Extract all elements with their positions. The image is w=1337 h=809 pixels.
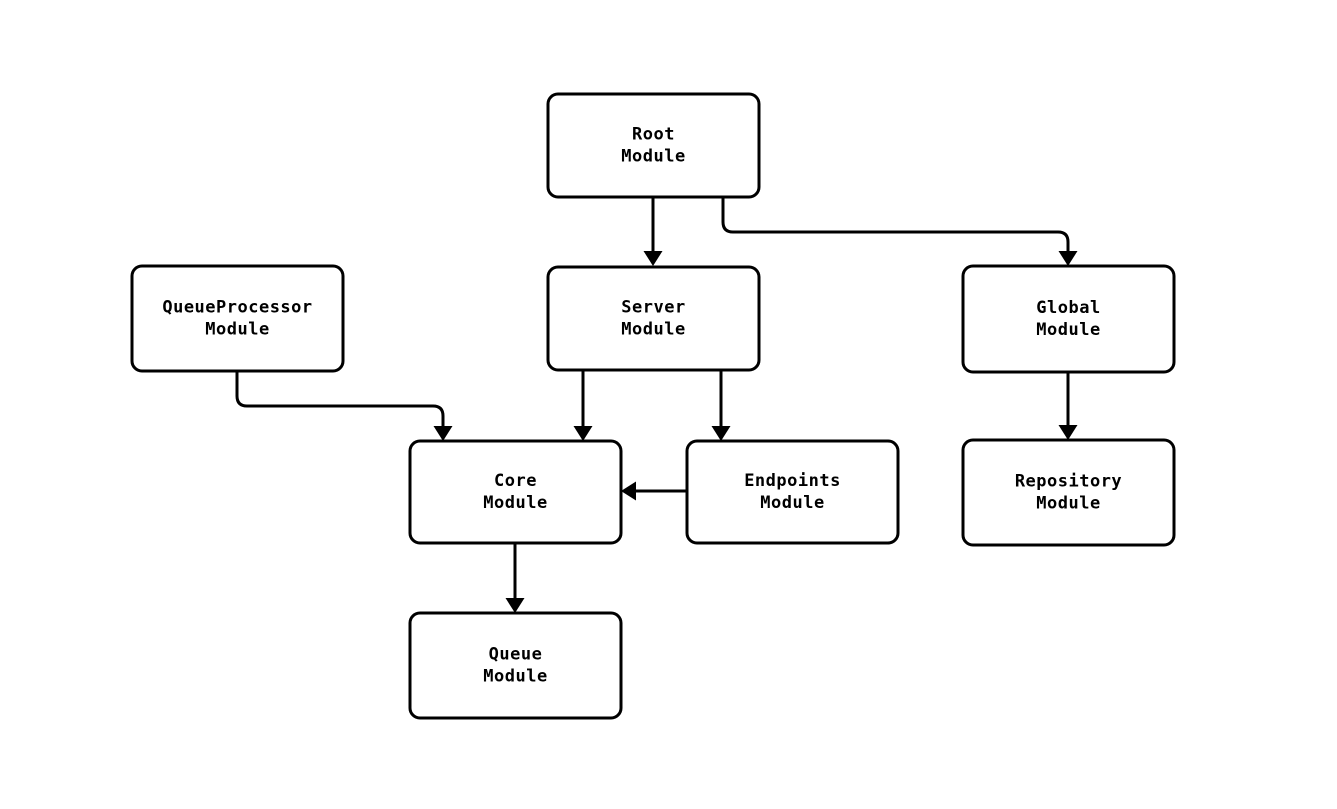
nodes-layer: RootModuleQueueProcessorModuleServerModu…: [130, 92, 1176, 720]
server-module-label-line1: Server: [621, 298, 685, 318]
global-module-box[interactable]: [961, 264, 1176, 374]
edge-root-to-server-arrowhead: [643, 251, 663, 266]
queueprocessor-module-box[interactable]: [130, 264, 345, 373]
edge-root-to-global-line: [721, 197, 1070, 252]
edge-endpoints-to-core-arrowhead: [621, 481, 636, 501]
repository-module-box[interactable]: [961, 438, 1176, 547]
queueprocessor-module-label-line2: Module: [205, 320, 269, 340]
edge-global-to-repository: [1058, 372, 1078, 440]
edges-layer: [235, 197, 1078, 613]
repository-module-label-line2: Module: [1036, 494, 1100, 514]
queue-module-box[interactable]: [408, 611, 623, 720]
core-module-label-line2: Module: [483, 493, 547, 513]
global-module-label-line1: Global: [1036, 298, 1100, 318]
edge-server-to-endpoints: [711, 370, 731, 441]
edge-server-to-endpoints-arrowhead: [711, 426, 731, 441]
queueprocessor-module-label-line1: QueueProcessor: [162, 298, 312, 318]
global-module-label-line2: Module: [1036, 320, 1100, 340]
edge-root-to-global-arrowhead: [1058, 251, 1078, 266]
edge-root-to-server: [643, 197, 663, 266]
root-module-label-line1: Root: [632, 125, 675, 145]
root-module-label-line2: Module: [621, 147, 685, 167]
edge-queueprocessor-to-core-arrowhead: [433, 426, 453, 441]
edge-queueprocessor-to-core: [235, 371, 453, 441]
server-module-box[interactable]: [546, 265, 761, 372]
edge-global-to-repository-arrowhead: [1058, 425, 1078, 440]
edge-queueprocessor-to-core-line: [235, 371, 445, 427]
core-module-box[interactable]: [408, 439, 623, 545]
edge-endpoints-to-core: [621, 481, 687, 501]
edge-core-to-queue: [505, 543, 525, 613]
endpoints-module-box[interactable]: [685, 439, 900, 545]
root-module-box[interactable]: [546, 92, 761, 199]
repository-module-label-line1: Repository: [1015, 472, 1122, 492]
edge-server-to-core-arrowhead: [573, 426, 593, 441]
endpoints-module-label-line1: Endpoints: [744, 471, 841, 491]
edge-root-to-global: [721, 197, 1078, 266]
queue-module-label-line1: Queue: [489, 645, 543, 665]
endpoints-module-label-line2: Module: [760, 493, 824, 513]
queue-module-label-line2: Module: [483, 667, 547, 687]
edge-core-to-queue-arrowhead: [505, 598, 525, 613]
edge-server-to-core: [573, 370, 593, 441]
server-module-label-line2: Module: [621, 320, 685, 340]
core-module-label-line1: Core: [494, 471, 537, 491]
